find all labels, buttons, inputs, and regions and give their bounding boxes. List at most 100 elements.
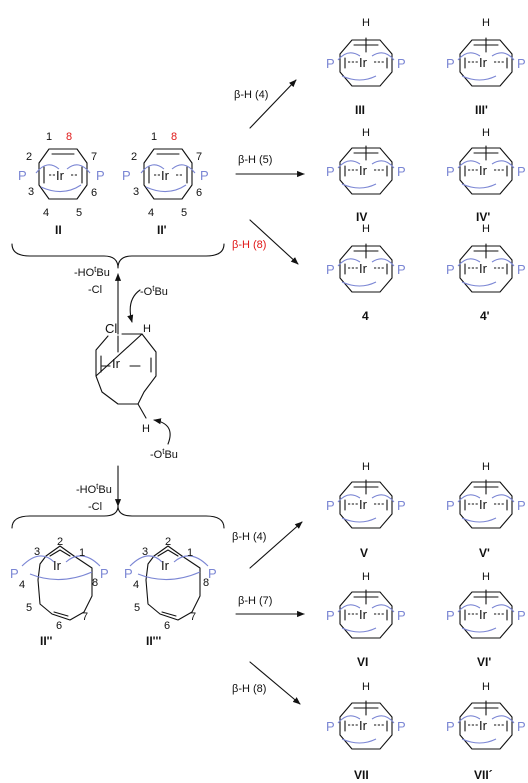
curved-arrow-bottom: [153, 418, 171, 445]
svg-text:II': II': [157, 223, 167, 237]
svg-text:2: 2: [57, 536, 63, 548]
svg-text:H: H: [482, 681, 490, 693]
svg-text:8: 8: [171, 131, 177, 143]
brace-top: [11, 243, 225, 269]
product-III: H III: [325, 17, 407, 117]
svg-text:1: 1: [79, 547, 85, 559]
svg-text:H: H: [482, 571, 490, 583]
product-4-prime: H 4': [445, 223, 527, 323]
product-VII: H VII: [325, 681, 407, 782]
product-IV: H IV: [325, 127, 407, 224]
product-4: H 4: [325, 223, 407, 323]
svg-text:VI': VI': [477, 655, 491, 669]
product-VI-prime: H VI': [445, 571, 527, 669]
svg-text:H: H: [362, 461, 370, 473]
arrow-beta-h-4: β-H (4): [234, 79, 297, 129]
svg-text:4: 4: [19, 579, 25, 591]
svg-text:H: H: [362, 681, 370, 693]
arrow-beta-h-4-bottom: β-H (4): [232, 521, 303, 569]
reactant-II-double-prime: Ir P P 3 2 1 4 8 5 6 7 II'': [10, 536, 109, 648]
svg-text:β-H (5): β-H (5): [238, 154, 272, 166]
reactant-II-prime: P P 1 8 2 7 3 6 4 5 II': [122, 131, 209, 237]
svg-text:7: 7: [190, 611, 196, 623]
svg-text:4: 4: [148, 207, 154, 219]
svg-text:H: H: [362, 127, 370, 139]
svg-text:VI: VI: [357, 655, 368, 669]
svg-text:H: H: [142, 423, 150, 435]
reactant-II: P P 1 8 2 7 3 6 4 5 II: [18, 131, 105, 237]
svg-text:3: 3: [142, 546, 148, 558]
svg-text:H: H: [362, 223, 370, 235]
svg-text:P: P: [96, 168, 105, 183]
svg-text:β-H (7): β-H (7): [238, 595, 272, 607]
arrow-beta-h-8-bottom: β-H (8): [232, 661, 301, 705]
svg-text:P: P: [208, 566, 217, 581]
product-III-prime: H III': [445, 17, 527, 117]
svg-text:H: H: [482, 223, 490, 235]
svg-text:1: 1: [151, 131, 157, 143]
svg-text:5: 5: [134, 602, 140, 614]
locant: 1: [46, 131, 52, 143]
svg-text:3: 3: [34, 546, 40, 558]
curved-arrow-top: [127, 289, 141, 323]
svg-text:7: 7: [196, 151, 202, 163]
intermediate-chloride: Cl H Ir H: [95, 321, 157, 435]
svg-text:H: H: [143, 323, 151, 335]
svg-text:P: P: [122, 168, 131, 183]
svg-text:6: 6: [56, 620, 62, 632]
brace-bottom: [11, 505, 225, 529]
svg-text:2: 2: [131, 151, 137, 163]
svg-text:Ir: Ir: [53, 558, 62, 573]
svg-text:II'': II'': [40, 634, 53, 648]
svg-text:H: H: [362, 17, 370, 29]
svg-text:6: 6: [196, 187, 202, 199]
svg-text:2: 2: [165, 536, 171, 548]
product-VII-prime: H VII´: [445, 681, 527, 782]
svg-text:1: 1: [187, 547, 193, 559]
svg-text:5: 5: [181, 207, 187, 219]
arrow-beta-h-7: β-H (7): [235, 595, 305, 618]
svg-text:4: 4: [133, 579, 139, 591]
svg-text:6: 6: [164, 620, 170, 632]
compound-label: II: [55, 223, 62, 237]
svg-text:P: P: [10, 566, 19, 581]
svg-text:P: P: [200, 168, 209, 183]
svg-text:VII´: VII´: [474, 768, 493, 782]
svg-text:β-H (4): β-H (4): [234, 89, 268, 101]
tert-butoxide: -OtBu: [140, 284, 168, 298]
svg-text:7: 7: [91, 151, 97, 163]
svg-text:H: H: [482, 17, 490, 29]
svg-text:β-H (4): β-H (4): [232, 531, 266, 543]
svg-text:3: 3: [28, 186, 34, 198]
p-atom: P: [18, 168, 27, 183]
svg-text:4': 4': [480, 309, 490, 323]
svg-text:7: 7: [82, 611, 88, 623]
svg-text:2: 2: [26, 151, 32, 163]
arrow-beta-h-8: β-H (8): [232, 219, 299, 265]
svg-text:8: 8: [203, 577, 209, 589]
svg-text:V': V': [479, 546, 490, 560]
reagent-step-2: -HOtBu -Cl: [76, 465, 122, 513]
svg-text:β-H (8): β-H (8): [232, 239, 266, 251]
svg-text:3: 3: [133, 186, 139, 198]
svg-text:4: 4: [43, 207, 49, 219]
svg-text:-Cl: -Cl: [88, 284, 102, 296]
svg-text:-HOtBu: -HOtBu: [76, 482, 112, 496]
svg-text:-HOtBu: -HOtBu: [74, 265, 110, 279]
svg-text:VII: VII: [354, 768, 369, 782]
svg-text:H: H: [482, 127, 490, 139]
product-VI: H VI: [325, 571, 407, 669]
svg-text:Cl: Cl: [105, 321, 117, 336]
svg-text:4: 4: [362, 309, 369, 323]
svg-text:-Cl: -Cl: [88, 501, 102, 513]
product-V: H V: [325, 461, 407, 560]
reactant-II-triple-prime: Ir P P 3 2 1 4 8 5 6 7 II''': [124, 536, 217, 648]
svg-text:6: 6: [91, 187, 97, 199]
svg-text:P: P: [124, 566, 133, 581]
svg-text:III': III': [475, 103, 488, 117]
svg-text:5: 5: [26, 602, 32, 614]
svg-text:Ir: Ir: [112, 356, 121, 371]
arrow-beta-h-5: β-H (5): [235, 154, 305, 178]
svg-text:II''': II''': [146, 634, 161, 648]
